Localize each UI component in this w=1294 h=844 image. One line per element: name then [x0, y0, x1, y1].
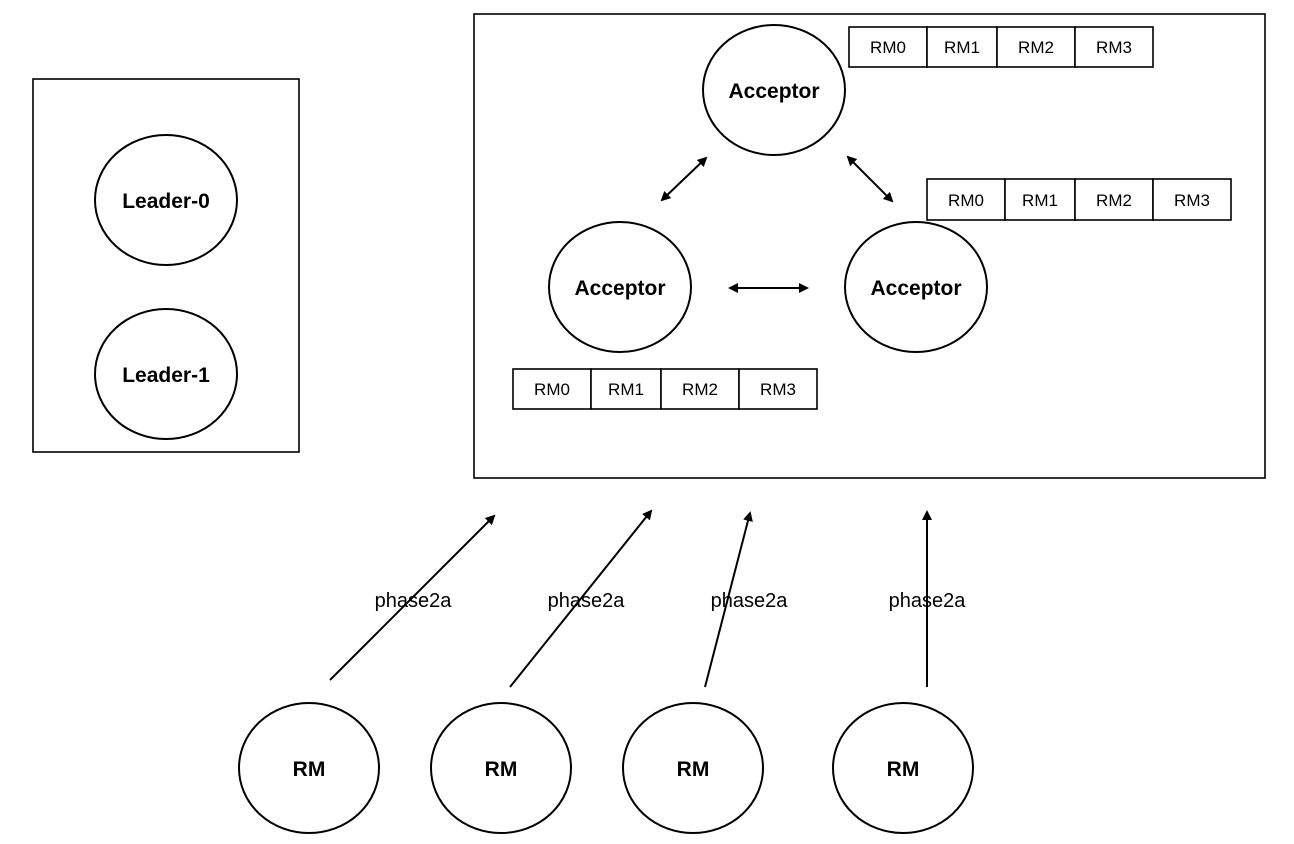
log-cell-label: RM3	[1096, 38, 1132, 57]
acceptor-left-log: RM0 RM1 RM2 RM3	[512, 368, 818, 410]
rm-0-label: RM	[293, 758, 326, 781]
phase2a-label: phase2a	[548, 590, 626, 612]
acceptor-top-log: RM0 RM1 RM2 RM3	[848, 26, 1154, 68]
rm-3-label: RM	[887, 758, 920, 781]
rm-0-node	[238, 702, 380, 834]
leader-1-node	[94, 308, 238, 440]
log-cell-label: RM2	[682, 380, 718, 399]
rm-2-node	[622, 702, 764, 834]
acceptor-right-log: RM0 RM1 RM2 RM3	[926, 178, 1232, 221]
acceptor-top-label: Acceptor	[728, 80, 819, 103]
acceptor-left-node	[548, 221, 692, 353]
log-cell-label: RM1	[1022, 191, 1058, 210]
log-cell	[996, 26, 1076, 68]
acceptor-link-top-left	[660, 156, 708, 202]
log-cell	[848, 26, 928, 68]
acceptor-group: Acceptor RM0 RM1 RM2 RM3 Acceptor RM0 RM…	[473, 13, 1266, 479]
leader-group: Leader-0 Leader-1	[32, 78, 300, 453]
phase2a-messages: phase2a phase2a phase2a phase2a	[329, 509, 967, 688]
log-cell	[738, 368, 818, 410]
log-cell-label: RM3	[1174, 191, 1210, 210]
phase2a-arrow	[704, 511, 753, 688]
acceptor-right-node	[844, 221, 988, 353]
log-cell	[1074, 178, 1154, 221]
log-cell	[1152, 178, 1232, 221]
acceptor-link-top-right	[846, 155, 894, 203]
rm-3-node	[832, 702, 974, 834]
log-cell	[1074, 26, 1154, 68]
phase2a-label: phase2a	[375, 590, 453, 612]
leader-1-label: Leader-1	[122, 364, 210, 387]
phase2a-label: phase2a	[711, 590, 789, 612]
log-cell-label: RM0	[948, 191, 984, 210]
acceptor-top-node	[702, 24, 846, 156]
log-cell-label: RM1	[944, 38, 980, 57]
log-cell-label: RM0	[534, 380, 570, 399]
log-cell	[926, 178, 1006, 221]
log-cell-label: RM2	[1096, 191, 1132, 210]
log-cell	[512, 368, 592, 410]
log-cell-label: RM2	[1018, 38, 1054, 57]
log-cell-label: RM1	[608, 380, 644, 399]
rm-2-label: RM	[677, 758, 710, 781]
acceptor-right-label: Acceptor	[870, 277, 961, 300]
rm-1-label: RM	[485, 758, 518, 781]
rm-1-node	[430, 702, 572, 834]
leader-0-label: Leader-0	[122, 190, 210, 213]
phase2a-label: phase2a	[889, 590, 967, 612]
log-cell	[590, 368, 662, 410]
acceptor-group-frame	[473, 13, 1266, 479]
log-cell-label: RM3	[760, 380, 796, 399]
leader-0-node	[94, 134, 238, 266]
phase2a-arrow	[509, 509, 653, 688]
log-cell	[660, 368, 740, 410]
leader-group-frame	[32, 78, 300, 453]
resource-managers: RM RM RM RM	[238, 702, 974, 834]
log-cell	[926, 26, 998, 68]
acceptor-left-label: Acceptor	[574, 277, 665, 300]
phase2a-arrow	[329, 514, 496, 681]
log-cell-label: RM0	[870, 38, 906, 57]
